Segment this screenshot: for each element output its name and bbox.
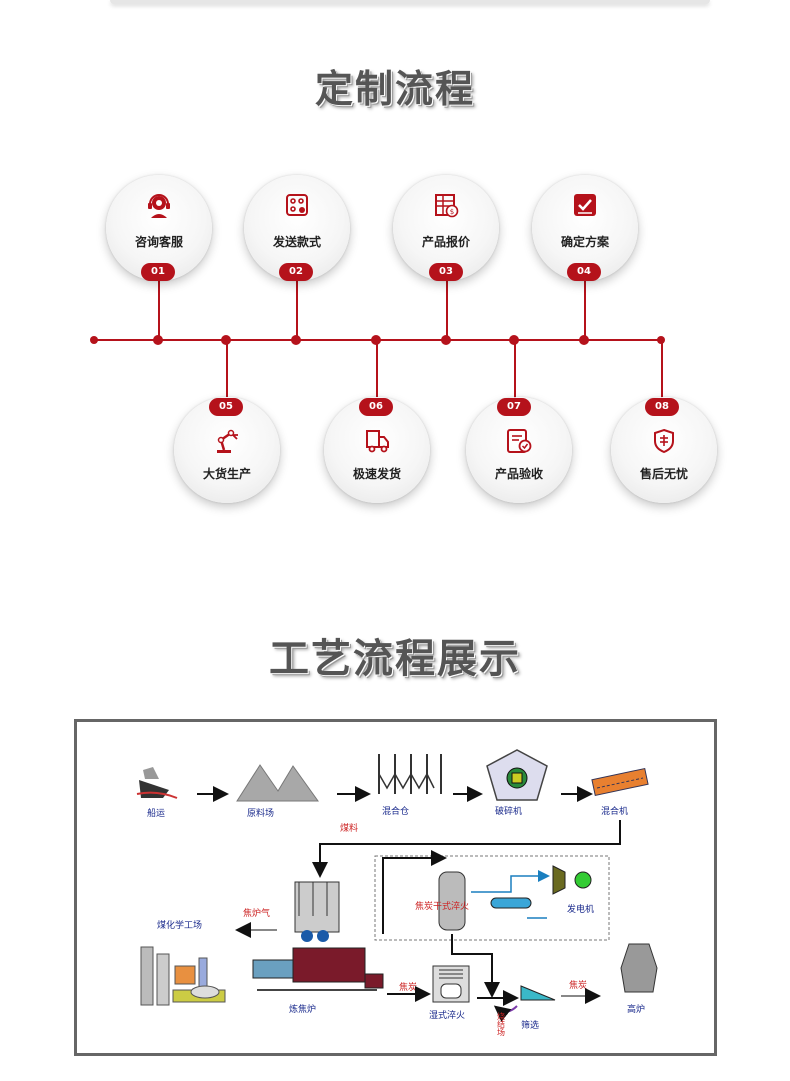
label-stockyard: 原料场 [247,807,274,819]
label-mixing-bin: 混合仓 [382,805,409,817]
step-number-badge: 03 [429,263,463,281]
blast-furnace-icon [620,943,658,993]
timeline-stem [514,340,516,404]
timeline-dot [579,335,589,345]
flow-arrow [382,850,447,934]
timeline-stem [661,340,663,404]
label-mixer: 混合机 [601,805,628,817]
label-generator: 发电机 [567,903,594,915]
step-number-badge: 08 [645,398,679,416]
label-coal-material: 煤料 [340,822,358,834]
inspection-icon [507,429,532,453]
step-label: 售后无忧 [639,467,688,481]
timeline-dot [291,335,301,345]
timeline-stem [376,340,378,404]
section-title-customization: 定制流程 [314,67,475,111]
timeline-dot [441,335,451,345]
svg-text:$: $ [450,208,454,216]
stockyard-icon [236,764,319,802]
label-sinter-plant: 烧结场 [497,1011,506,1037]
confirm-icon [574,194,596,216]
timeline-stem [446,276,448,340]
flow-arrow [493,1005,518,1022]
ship-icon [136,767,178,799]
generator-icon [552,865,592,895]
label-coke-2: 焦炭 [569,979,587,991]
dry-quench-boundary [374,855,610,941]
label-ship: 船运 [147,807,165,819]
timeline-dot [657,336,665,344]
timeline-dot [509,335,519,345]
label-coal-chem-plant: 煤化学工场 [157,919,202,931]
mixer-icon [591,767,649,797]
step-label: 发送款式 [272,235,321,249]
step-label: 极速发货 [352,467,401,481]
label-blast-furnace: 高炉 [627,1003,645,1015]
top-card-edge [110,0,710,4]
crusher-icon [486,749,548,801]
timeline-dot [221,335,231,345]
label-wet-quench: 湿式淬火 [429,1009,465,1021]
step-number-badge: 05 [209,398,243,416]
step-label: 咨询客服 [134,235,183,249]
step-number-badge: 02 [279,263,313,281]
screening-icon [520,985,556,1001]
design-icon [286,194,308,216]
section-title-process: 工艺流程展示 [269,636,521,682]
label-screening: 筛选 [521,1019,539,1031]
step-label: 大货生产 [202,467,251,481]
timeline-stem [296,276,298,340]
timeline-stem [158,276,160,340]
label-crusher: 破碎机 [495,805,522,817]
customer-service-icon [148,194,170,218]
step-label: 产品验收 [494,467,543,481]
timeline-stem [584,276,586,340]
flow-arrow [471,870,550,893]
label-coke-1: 焦炭 [399,981,417,993]
timeline-dot [371,335,381,345]
process-diagram: 船运 原料场 混合仓 破碎机 混合机 煤料 炼焦炉 [136,749,658,1037]
label-coke-oven-gas: 焦炉气 [243,907,270,919]
mixing-bin-icon [378,754,442,794]
dry-quench-icon [438,871,532,931]
timeline-dot [90,336,98,344]
chemical-plant-icon [140,946,226,1006]
step-number-badge: 07 [497,398,531,416]
flow-arrow [451,934,500,998]
robot-arm-icon [217,429,238,453]
after-sales-icon [654,428,674,454]
step-number-badge: 06 [359,398,393,416]
timeline-dot [153,335,163,345]
timeline-stem [226,340,228,404]
step-number-badge: 01 [141,263,175,281]
step-label: 产品报价 [421,235,470,249]
delivery-truck-icon [366,430,389,453]
label-coke-oven: 炼焦炉 [289,1003,316,1015]
label-dry-quench: 焦炭干式淬火 [415,900,469,912]
flow-arrow [312,820,621,878]
process-diagram-frame: 船运 原料场 混合仓 破碎机 混合机 煤料 炼焦炉 [74,719,717,1056]
step-number-badge: 04 [567,263,601,281]
quote-icon: $ [435,194,459,218]
coke-oven-icon [252,881,384,991]
step-label: 确定方案 [560,235,609,249]
wet-quench-icon [432,965,470,1003]
